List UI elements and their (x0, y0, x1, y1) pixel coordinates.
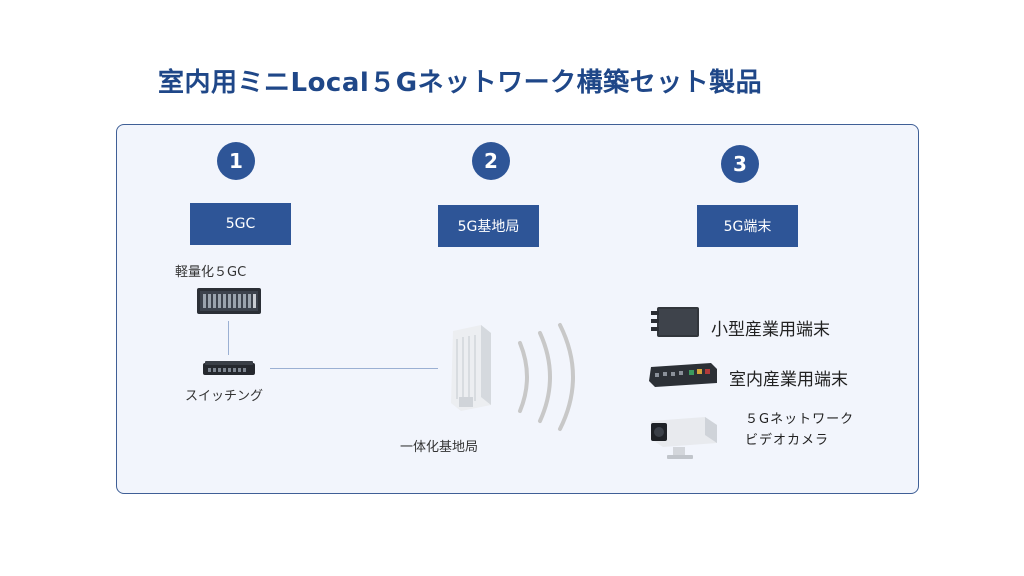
page-title: 室内用ミニLocal５Gネットワーク構築セット製品 (158, 68, 763, 98)
video-camera-icon (651, 417, 717, 459)
server-icon (197, 288, 261, 314)
switch-basestation-link (270, 368, 438, 369)
camera-label: ５Gネットワーク ビデオカメラ (745, 409, 854, 451)
section-1-label: 5GC (190, 203, 291, 245)
section-3-label: 5G端末 (697, 205, 798, 247)
section-1-number: 1 (217, 142, 255, 180)
server-label: 軽量化５GC (175, 265, 247, 280)
section-2-number: 2 (472, 142, 510, 180)
base-station-icon (451, 325, 491, 411)
small-terminal-label: 小型産業用端末 (711, 320, 830, 340)
wireless-signal-icon (518, 323, 575, 431)
switch-label: スイッチング (185, 389, 264, 404)
product-panel: 1 5GC 2 5G基地局 3 5G端末 軽量化５GC スイッチング (116, 124, 919, 494)
section-2-label: 5G基地局 (438, 205, 539, 247)
section-3-number: 3 (721, 145, 759, 183)
camera-label-line2: ビデオカメラ (745, 433, 830, 448)
base-station-label: 一体化基地局 (400, 440, 479, 455)
indoor-terminal-label: 室内産業用端末 (729, 370, 848, 390)
small-terminal-icon (651, 307, 699, 337)
camera-label-line1: ５Gネットワーク (745, 412, 855, 427)
server-switch-link (228, 321, 229, 355)
indoor-terminal-icon (649, 363, 717, 387)
network-switch-icon (203, 361, 255, 375)
